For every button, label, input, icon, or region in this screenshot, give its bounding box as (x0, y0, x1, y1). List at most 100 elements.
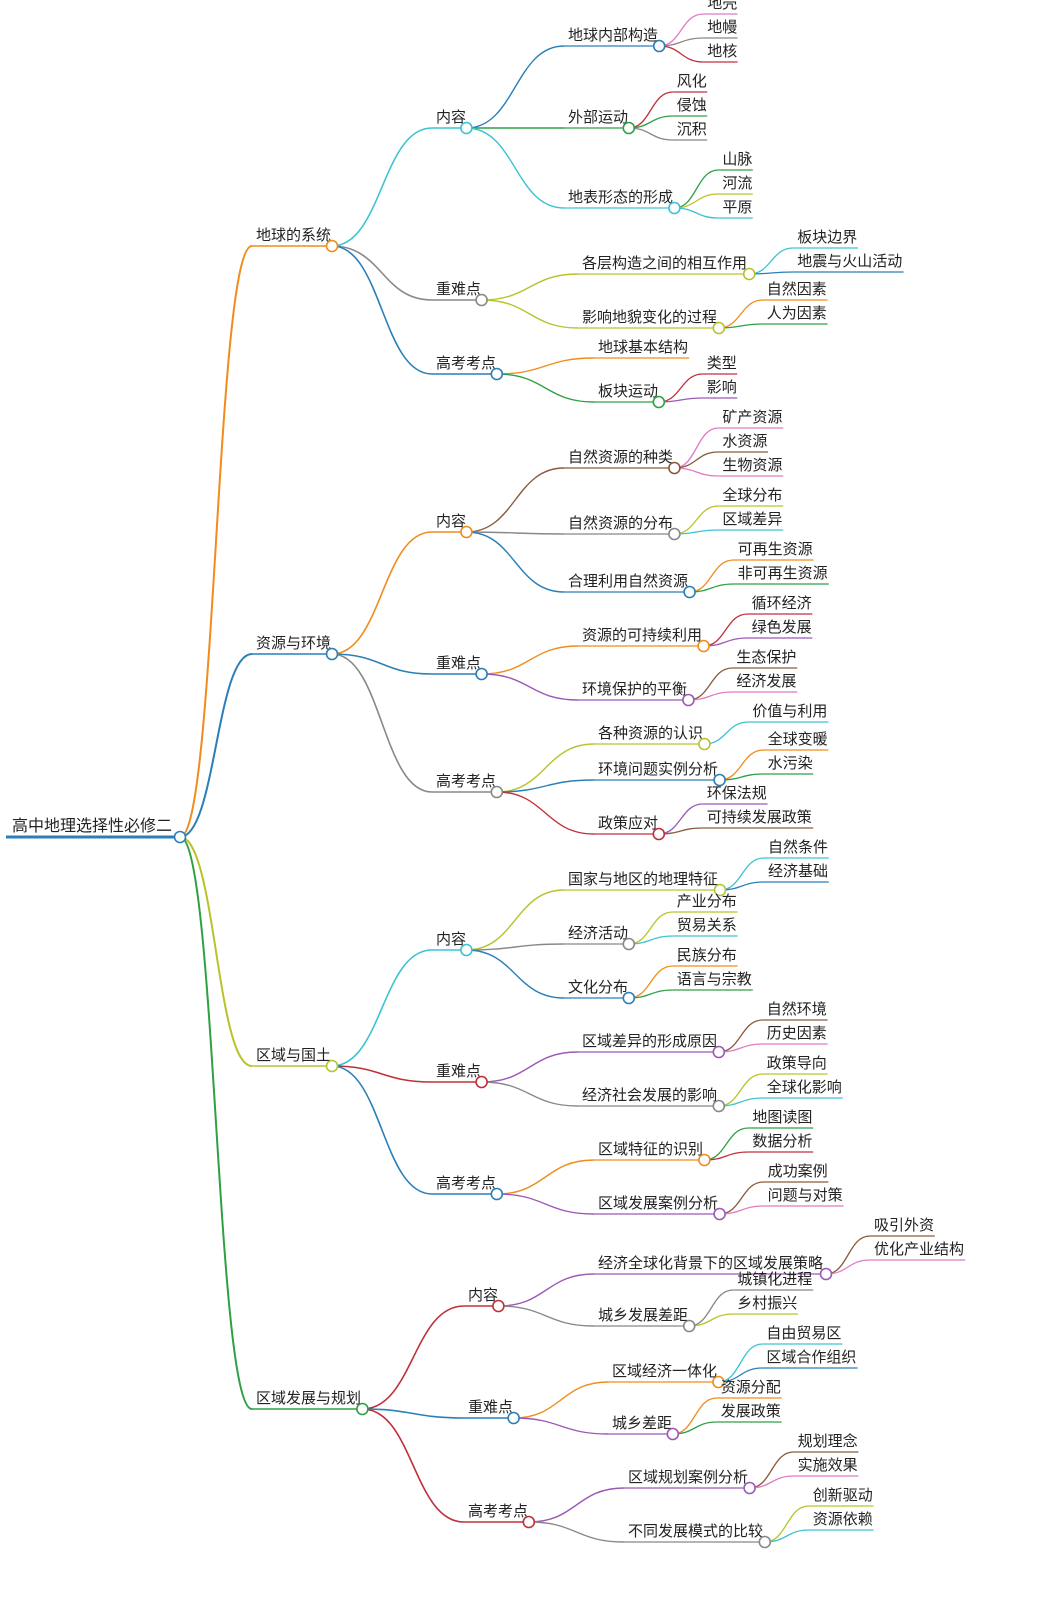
topic: 环境问题实例分析 (598, 760, 718, 778)
topic-node-toggle[interactable] (622, 121, 636, 135)
branch-node-toggle[interactable] (325, 1059, 339, 1073)
topic-node-toggle[interactable] (819, 1267, 833, 1281)
leaf-topic: 自由贸易区 (766, 1324, 841, 1342)
leaf-topic: 循环经济 (752, 594, 812, 612)
subtopic: 重难点 (436, 280, 481, 298)
leaf-topic: 类型 (707, 354, 737, 372)
leaf-connector (719, 749, 764, 781)
branch-node-toggle[interactable] (325, 239, 339, 253)
leaf-connector (659, 45, 704, 63)
topic-node-toggle[interactable] (652, 39, 666, 53)
leaf-connector (718, 1343, 763, 1383)
topic: 文化分布 (568, 978, 628, 996)
leaf-connector (658, 803, 703, 835)
subtopic-node-toggle[interactable] (460, 943, 473, 957)
leaf-topic: 地幔 (707, 18, 737, 36)
topic-node-toggle[interactable] (713, 883, 727, 897)
topic-node-toggle[interactable] (682, 1319, 696, 1333)
subtopic-connector (331, 245, 433, 375)
subtopic-node-toggle[interactable] (460, 121, 473, 135)
subtopic: 高考考点 (436, 354, 496, 372)
topic-node-toggle[interactable] (712, 1099, 726, 1113)
topic-connector (496, 779, 595, 793)
topic-connector (496, 357, 595, 375)
subtopic-connector (362, 1408, 465, 1419)
branch-node-toggle[interactable] (356, 1402, 369, 1416)
topic-node-toggle[interactable] (652, 395, 666, 409)
topic-node-toggle[interactable] (698, 737, 711, 751)
topic-connector (498, 1305, 595, 1327)
topic-node-toggle[interactable] (697, 639, 710, 653)
leaf-connector (674, 451, 719, 469)
topic-node-toggle[interactable] (712, 1045, 726, 1059)
topic: 各层构造之间的相互作用 (582, 254, 747, 272)
topic-node-toggle[interactable] (668, 201, 681, 215)
subtopic-node-toggle[interactable] (475, 293, 488, 307)
subtopic-node-toggle[interactable] (507, 1411, 520, 1425)
topic-node-toggle[interactable] (758, 1535, 772, 1549)
topic-node-toggle[interactable] (622, 991, 636, 1005)
root-node-toggle[interactable] (173, 830, 187, 844)
leaf-connector (674, 529, 719, 535)
subtopic-node-toggle[interactable] (475, 667, 488, 681)
topic-node-toggle[interactable] (713, 773, 726, 787)
leaf-topic: 山脉 (722, 150, 752, 168)
leaf-topic: 经济发展 (736, 672, 796, 690)
topic-connector (466, 531, 565, 593)
subtopic: 内容 (468, 1286, 498, 1304)
topic-node-toggle[interactable] (712, 1375, 725, 1389)
leaf-connector (689, 559, 734, 593)
subtopic-node-toggle[interactable] (475, 1075, 488, 1089)
topic-connector (496, 373, 595, 403)
leaf-connector (719, 1181, 764, 1215)
topic-node-toggle[interactable] (668, 461, 681, 475)
leaf-topic: 数据分析 (752, 1132, 812, 1150)
leaf-connector (704, 721, 749, 745)
leaf-topic: 非可再生资源 (738, 564, 828, 582)
branch-topic: 区域发展与规划 (256, 1389, 361, 1407)
topic-node-toggle[interactable] (682, 693, 695, 707)
leaf-connector (674, 467, 719, 477)
topic-node-toggle[interactable] (713, 1207, 726, 1221)
topic: 外部运动 (568, 108, 628, 126)
topic-node-toggle[interactable] (743, 1481, 756, 1495)
subtopic-connector (331, 245, 433, 301)
leaf-topic: 成功案例 (768, 1162, 828, 1180)
leaf-topic: 地震与火山活动 (797, 252, 902, 270)
subtopic: 内容 (436, 930, 466, 948)
topic: 自然资源的分布 (568, 514, 673, 532)
topic-node-toggle[interactable] (698, 1153, 711, 1167)
branch-node-toggle[interactable] (325, 647, 339, 661)
leaf-topic: 创新驱动 (813, 1486, 873, 1504)
topic-node-toggle[interactable] (683, 585, 696, 599)
subtopic-node-toggle[interactable] (490, 1187, 504, 1201)
leaf-topic: 乡村振兴 (737, 1294, 797, 1312)
topic-connector (513, 1381, 609, 1419)
subtopic-node-toggle[interactable] (522, 1515, 536, 1529)
leaf-topic: 矿产资源 (722, 408, 782, 426)
leaf-topic: 沉积 (677, 120, 707, 138)
topic-node-toggle[interactable] (622, 937, 636, 951)
leaf-topic: 民族分布 (677, 946, 737, 964)
leaf-connector (749, 247, 794, 275)
leaf-topic: 吸引外资 (874, 1216, 934, 1234)
leaf-connector (628, 127, 673, 141)
branch-topic: 地球的系统 (256, 226, 331, 244)
topic-connector (496, 1193, 595, 1215)
topic-connector (481, 645, 579, 675)
subtopic-node-toggle[interactable] (490, 785, 504, 799)
topic-node-toggle[interactable] (668, 527, 681, 541)
subtopic-node-toggle[interactable] (490, 367, 504, 381)
topic-node-toggle[interactable] (742, 267, 756, 281)
topic-node-toggle[interactable] (652, 827, 666, 841)
subtopic-node-toggle[interactable] (460, 525, 473, 539)
topic-connector (496, 1159, 595, 1195)
topic-node-toggle[interactable] (666, 1427, 680, 1441)
subtopic: 高考考点 (436, 772, 496, 790)
leaf-topic: 政策导向 (767, 1054, 827, 1072)
subtopic-node-toggle[interactable] (492, 1299, 505, 1313)
topic-node-toggle[interactable] (712, 321, 726, 335)
leaf-connector (658, 827, 703, 835)
topic-connector (466, 943, 565, 951)
